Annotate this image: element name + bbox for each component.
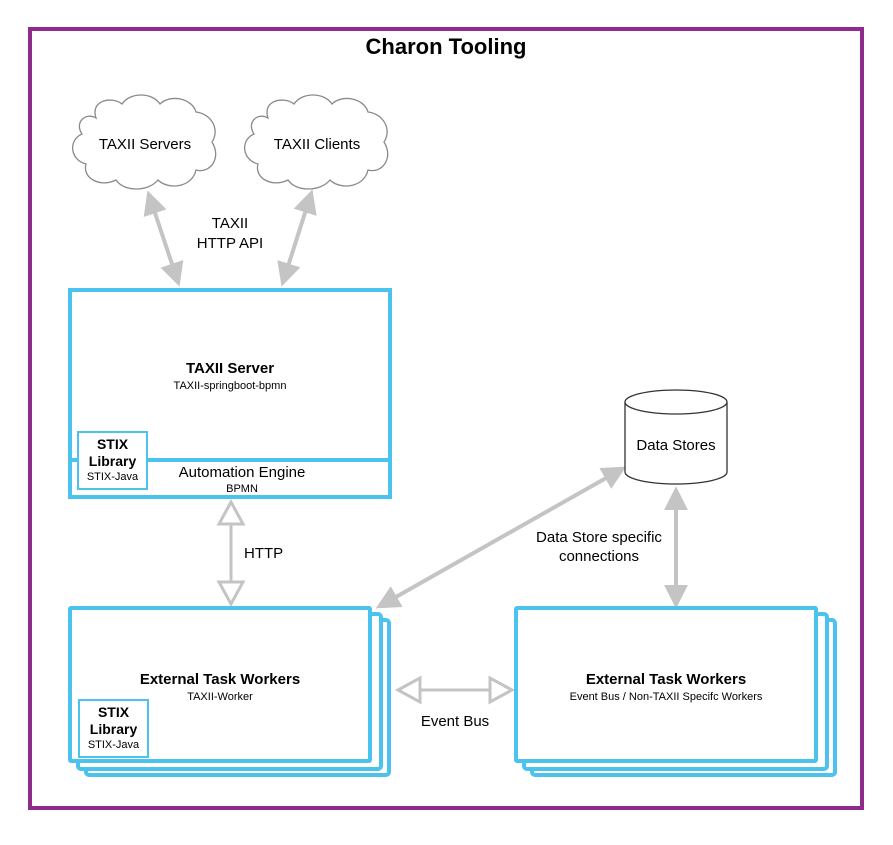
automation-engine-subtitle: BPMN	[226, 483, 258, 495]
taxii-clients-label: TAXII Clients	[273, 136, 361, 153]
automation-engine-title: Automation Engine	[178, 464, 306, 481]
taxii-server-subtitle: TAXII-springboot-bpmn	[173, 380, 287, 392]
automation-engine-band: Automation Engine BPMN	[68, 458, 392, 499]
external-task-workers-taxii: External Task Workers TAXII-Worker STIX …	[68, 606, 372, 763]
worker-right-title: External Task Workers	[585, 671, 747, 688]
diagram-title: Charon Tooling	[365, 34, 527, 59]
worker-left-title: External Task Workers	[139, 671, 301, 688]
stix-line1: STIX	[97, 704, 130, 720]
taxii-server-title: TAXII Server	[185, 360, 275, 377]
taxii-server-box: TAXII Server TAXII-springboot-bpmn Autom…	[68, 288, 392, 499]
stix-line2: Library	[89, 721, 138, 737]
data-stores-label: Data Stores	[636, 437, 716, 454]
connections-line1: Data Store specific	[536, 529, 662, 546]
connections-line2: connections	[558, 548, 640, 565]
http-label: HTTP	[244, 545, 284, 562]
stix-sub: STIX-Java	[87, 739, 140, 751]
api-label-line1: TAXII	[211, 215, 249, 232]
clients-api-arrow	[277, 189, 317, 287]
stix-line1: STIX	[96, 436, 129, 452]
charon-tooling-frame	[28, 27, 864, 810]
http-arrow	[216, 498, 246, 608]
taxii-clients-cloud	[244, 94, 389, 190]
data-store-connections-label: Data Store specific connections	[510, 528, 688, 566]
taxii-servers-cloud	[72, 94, 217, 190]
servers-api-arrow	[143, 190, 184, 287]
taxii-servers-label: TAXII Servers	[98, 136, 192, 153]
stix-sub: STIX-Java	[86, 471, 139, 483]
stix-line2: Library	[88, 453, 137, 469]
event-bus-label: Event Bus	[420, 713, 490, 730]
worker-right-subtitle: Event Bus / Non-TAXII Specifc Workers	[569, 691, 763, 703]
event-bus-arrow	[394, 675, 516, 705]
datastore-worker-left-arrow	[375, 466, 627, 609]
external-task-workers-event-bus: External Task Workers Event Bus / Non-TA…	[514, 606, 818, 763]
taxii-http-api-label: TAXII HTTP API	[180, 214, 280, 254]
api-label-line2: HTTP API	[196, 235, 264, 252]
worker-left-subtitle: TAXII-Worker	[187, 691, 253, 703]
stix-library-worker: STIX Library STIX-Java	[78, 699, 149, 758]
data-stores-cylinder	[624, 389, 728, 485]
stix-library-server: STIX Library STIX-Java	[77, 431, 148, 490]
